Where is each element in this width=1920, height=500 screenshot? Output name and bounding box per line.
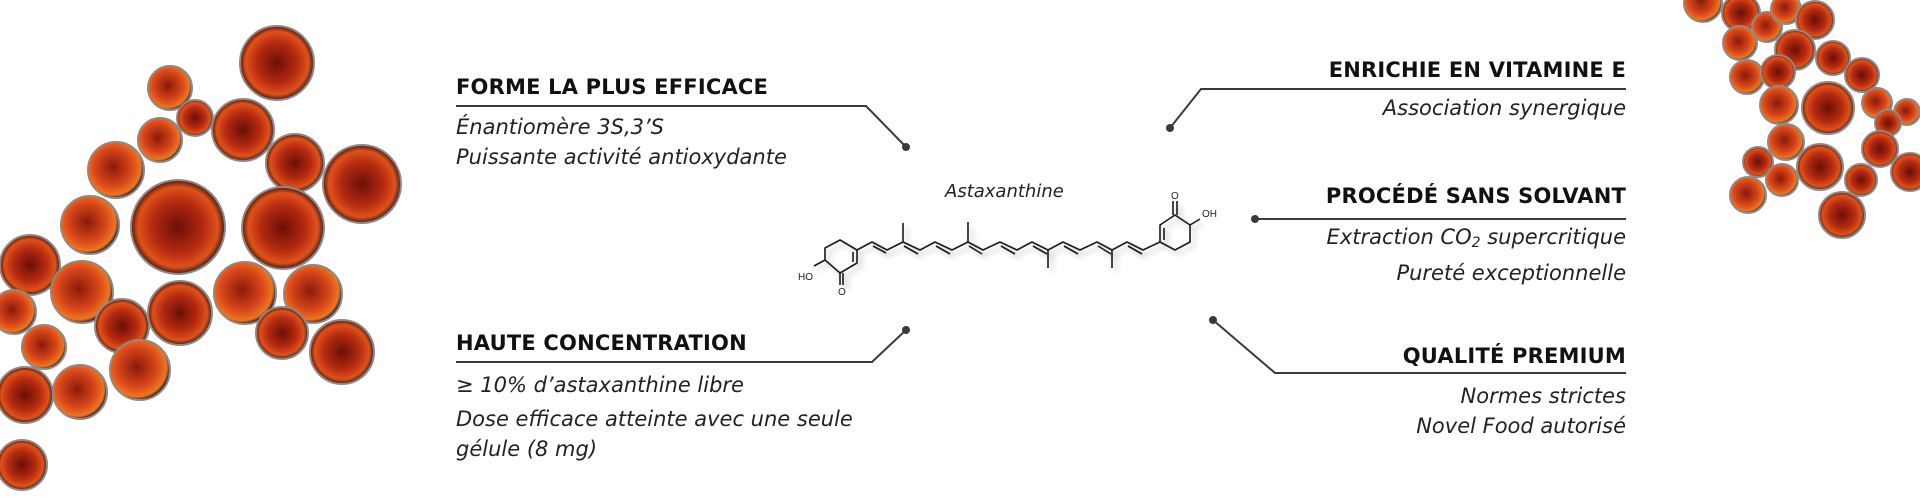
right-cell-cluster (1683, 0, 1920, 239)
connector-concentration (456, 329, 907, 363)
feature-qualite: QUALITÉ PREMIUM Normes strictes Novel Fo… (1403, 343, 1626, 441)
feature-procede-line: Extraction CO2 supercritique (1326, 222, 1626, 258)
label-oh-right: OH (1202, 209, 1217, 220)
feature-forme-line: Énantiomère 3S,3’S (456, 115, 665, 139)
feature-forme-line: Puissante activité antioxydante (456, 145, 787, 169)
label-o-left: O (838, 287, 846, 298)
label-o-right: O (1171, 191, 1179, 202)
connector-forme (456, 105, 907, 148)
feature-concentration-line: ≥ 10% d’astaxanthine libre (456, 373, 744, 397)
connector-qualite (1212, 319, 1626, 374)
feature-concentration: HAUTE CONCENTRATION ≥ 10% d’astaxanthine… (456, 330, 853, 464)
feature-concentration-line: gélule (8 mg) (456, 437, 598, 461)
co2-subscript: 2 (1471, 235, 1481, 251)
dot-concentration (902, 326, 910, 334)
molecule-name: Astaxanthine (945, 181, 1064, 202)
label-ho-left: HO (798, 272, 813, 283)
feature-qualite-title: QUALITÉ PREMIUM (1402, 344, 1626, 368)
feature-qualite-line: Normes strictes (1460, 384, 1626, 408)
feature-forme-title: FORME LA PLUS EFFICACE (456, 75, 769, 99)
feature-concentration-title: HAUTE CONCENTRATION (456, 331, 747, 355)
connector-vitamine (1169, 88, 1626, 129)
dot-procede (1251, 215, 1259, 223)
feature-procede-line: Pureté exceptionnelle (1396, 261, 1626, 285)
feature-forme: FORME LA PLUS EFFICACE Énantiomère 3S,3’… (456, 74, 787, 172)
dot-vitamine (1166, 124, 1174, 132)
feature-procede: PROCÉDÉ SANS SOLVANT Extraction CO2 supe… (1326, 183, 1626, 288)
co2-text-post: supercritique (1480, 225, 1626, 249)
feature-concentration-line: Dose efficace atteinte avec une seule (456, 407, 853, 431)
feature-procede-title: PROCÉDÉ SANS SOLVANT (1325, 184, 1626, 208)
dot-qualite (1209, 316, 1217, 324)
feature-vitamine-line: Association synergique (1382, 96, 1626, 120)
feature-vitamine: ENRICHIE EN VITAMINE E Association syner… (1329, 57, 1626, 123)
left-cell-cluster (0, 25, 402, 491)
feature-vitamine-title: ENRICHIE EN VITAMINE E (1328, 58, 1626, 82)
co2-text-pre: Extraction CO (1326, 225, 1472, 249)
feature-qualite-line: Novel Food autorisé (1416, 414, 1626, 438)
dot-forme (902, 143, 910, 151)
